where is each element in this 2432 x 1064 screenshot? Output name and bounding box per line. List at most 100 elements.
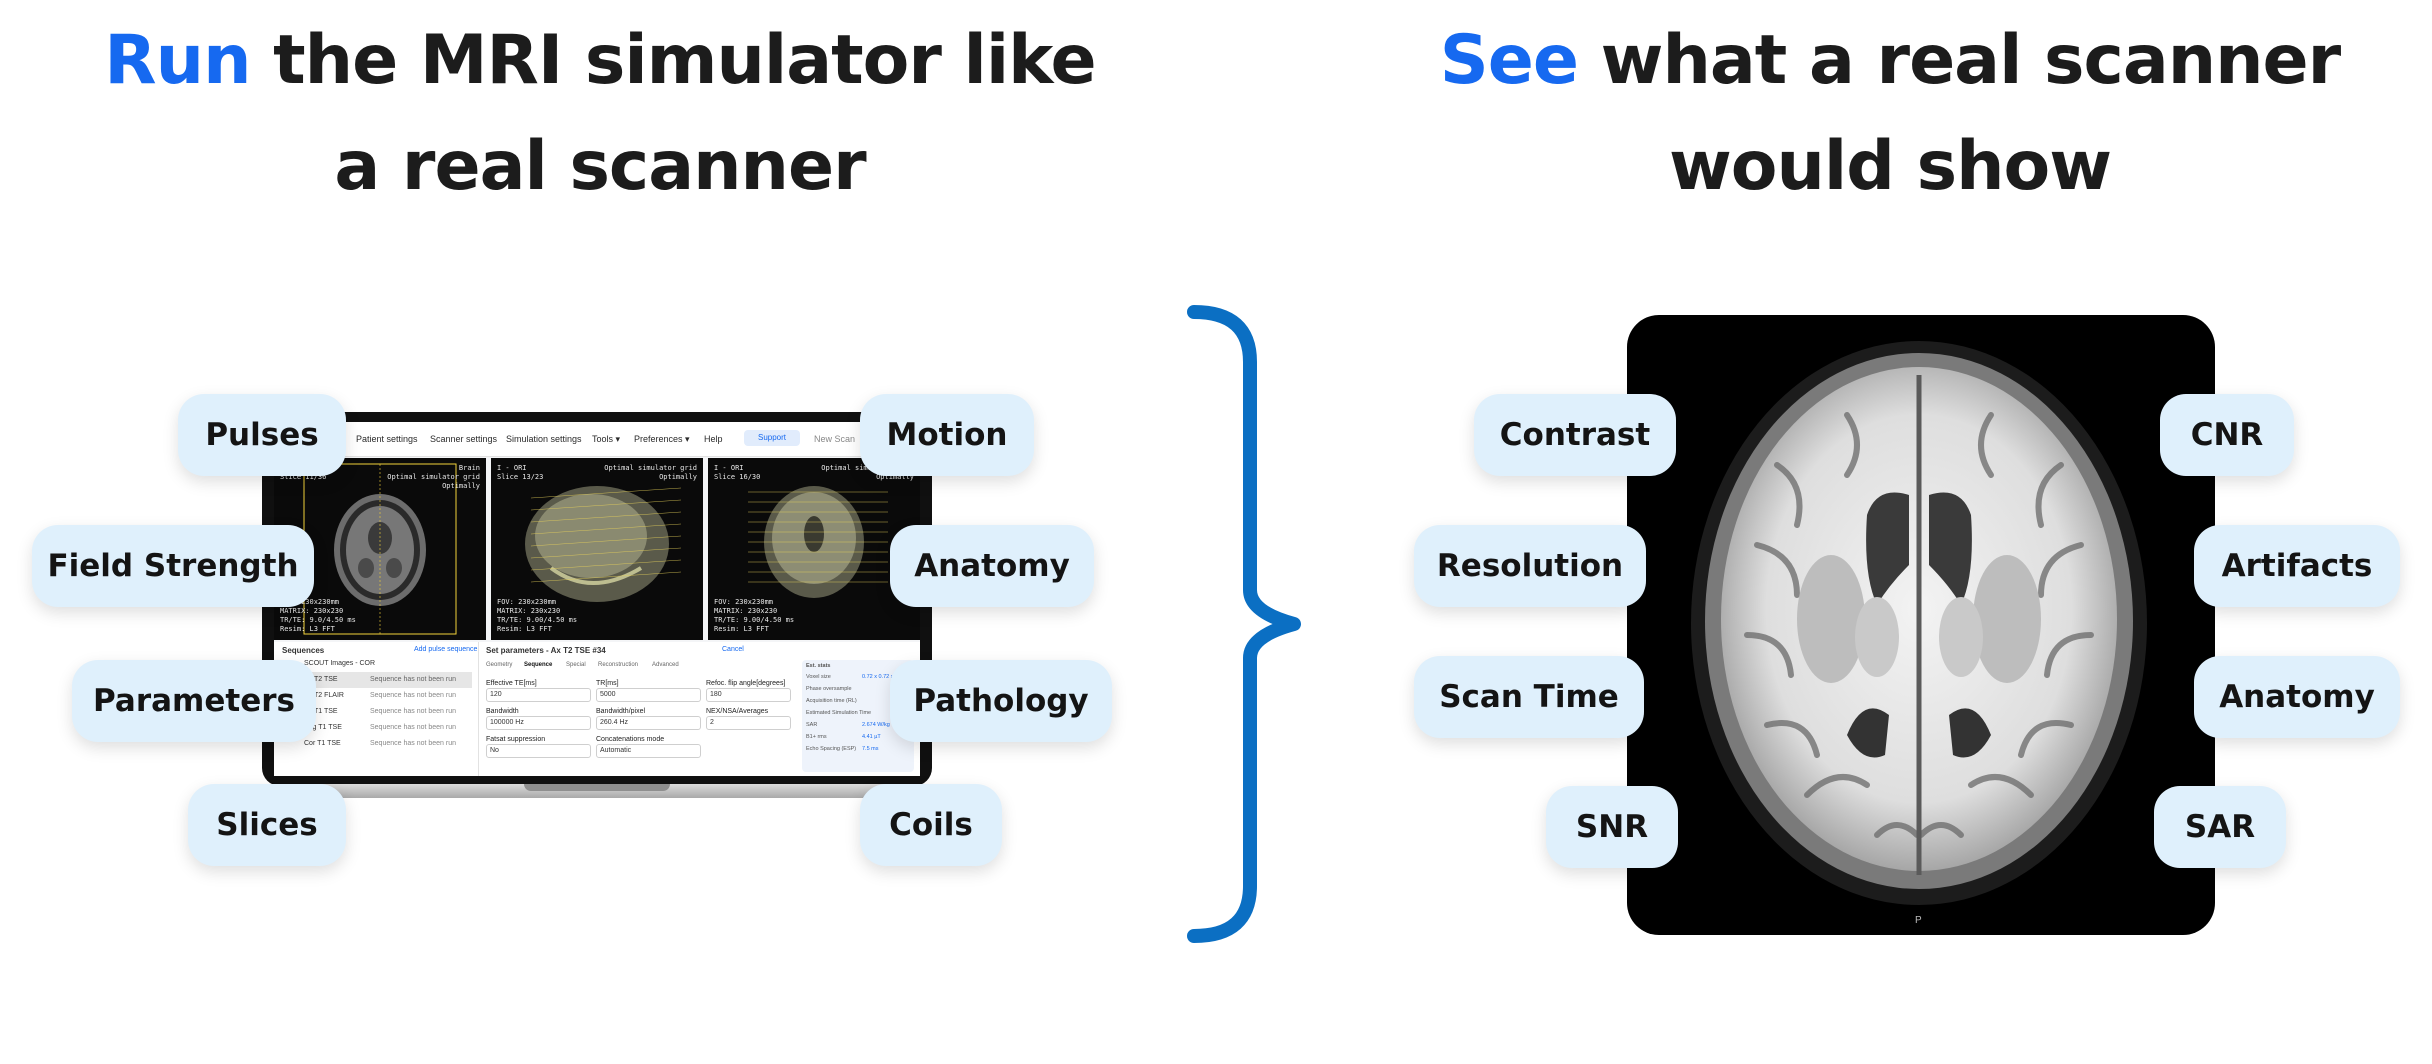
sagittal-image	[525, 486, 682, 602]
pill-label: Resolution	[1436, 548, 1624, 584]
pill-label: SNR	[1575, 809, 1649, 845]
pill-label: SAR	[2184, 809, 2256, 845]
stat-label: Phase oversample	[806, 686, 852, 692]
pill-label: CNR	[2190, 417, 2264, 453]
pill-label: Parameters	[93, 683, 295, 719]
sequence-status: Sequence has not been run	[370, 708, 457, 715]
pill-anatomy-right: Anatomy	[2194, 656, 2400, 738]
scout-images-label: SCOUT Images - COR	[304, 660, 376, 667]
pill-parameters: Parameters	[72, 660, 316, 742]
sequence-name: Ax T2 FLAIR	[304, 692, 344, 699]
viewer-sagittal-info: I - ORI Slice 13/23	[497, 464, 544, 481]
viewer-sagittal[interactable]: I - ORI Slice 13/23 Optimal simulator gr…	[491, 458, 703, 640]
pill-coils: Coils	[860, 784, 1002, 866]
cancel-button[interactable]: Cancel	[722, 646, 744, 653]
right-heading-text: what a real scanner would show	[1578, 21, 2342, 206]
concatenations-select[interactable]: Automatic	[596, 744, 701, 758]
left-heading-text: the MRI simulator like a real scanner	[250, 21, 1097, 206]
tab-sequence[interactable]: Sequence	[524, 662, 553, 668]
pill-resolution: Resolution	[1414, 525, 1646, 607]
support-button[interactable]: Support	[744, 430, 800, 446]
menu-scanner-settings[interactable]: Scanner settings	[430, 434, 498, 444]
pill-motion: Motion	[860, 394, 1034, 476]
sequence-name: Cor T1 TSE	[304, 740, 341, 747]
menu-preferences[interactable]: Preferences ▾	[634, 434, 690, 444]
stat-label: SAR	[806, 722, 818, 728]
stat-value: 0.72 x 0.72 x 5	[862, 674, 899, 680]
sequence-status: Sequence has not been run	[370, 724, 457, 731]
stat-value: 7.5 ms	[862, 746, 879, 752]
new-scan-button[interactable]: New Scan	[814, 434, 856, 444]
pill-label: Artifacts	[2221, 548, 2373, 584]
viewer-axial[interactable]: I - ORI Slice 11/36 Brain Optimal simula…	[274, 458, 486, 640]
left-heading-accent: Run	[104, 21, 251, 100]
stat-label: Acquisition time (RL)	[806, 698, 857, 704]
pill-scan-time: Scan Time	[1414, 656, 1644, 738]
sequence-row[interactable]: Ax T1 TSE Sequence has not been run	[282, 704, 472, 720]
bandwidth-select[interactable]: 100000 Hz	[486, 716, 591, 730]
set-parameters-title: Set parameters - Ax T2 TSE #34	[486, 646, 606, 655]
stat-label: Voxel size	[806, 674, 831, 680]
pill-sar: SAR	[2154, 786, 2286, 868]
menu-tools[interactable]: Tools ▾	[592, 434, 621, 444]
viewer-coronal[interactable]: I - ORI Slice 16/30 Optimal simulator gr…	[708, 458, 920, 640]
tab-geometry[interactable]: Geometry	[486, 662, 513, 668]
pill-contrast: Contrast	[1474, 394, 1676, 476]
bandwidth-pixel-select[interactable]: 260.4 Hz	[596, 716, 701, 730]
averages-input[interactable]: 2	[706, 716, 791, 730]
simulator-screen: Patient settings Scanner settings Simula…	[274, 422, 920, 776]
pill-anatomy: Anatomy	[890, 525, 1094, 607]
pill-label: Contrast	[1499, 417, 1651, 453]
menu-help[interactable]: Help	[704, 434, 723, 444]
mri-image-panel: P	[1627, 315, 2215, 935]
laptop-simulator: Patient settings Scanner settings Simula…	[254, 412, 940, 832]
stat-value: 2.674 W/kg	[862, 722, 890, 728]
field-label: Effective TE[ms]	[486, 680, 537, 687]
coronal-image	[748, 486, 888, 598]
pill-label: Anatomy	[2219, 679, 2375, 715]
fatsat-select[interactable]: No	[486, 744, 591, 758]
mri-orientation-label: P	[1915, 915, 1922, 926]
add-pulse-sequence-button[interactable]: Add pulse sequence	[414, 646, 478, 653]
pill-label: Coils	[889, 807, 973, 843]
sequence-status: Sequence has not been run	[370, 676, 457, 683]
pill-label: Motion	[886, 417, 1008, 453]
parameter-tabs: Geometry Sequence Special Reconstruction…	[486, 662, 686, 676]
tab-special[interactable]: Special	[566, 662, 586, 668]
menu-patient-settings[interactable]: Patient settings	[356, 434, 418, 444]
laptop-base	[254, 784, 940, 798]
sequence-status: Sequence has not been run	[370, 740, 457, 747]
tr-input[interactable]: 5000	[596, 688, 701, 702]
pill-label: Pulses	[205, 417, 319, 453]
support-label: Support	[757, 433, 787, 442]
flip-angle-input[interactable]: 180	[706, 688, 791, 702]
field-label: Concatenations mode	[596, 736, 665, 743]
tab-reconstruction[interactable]: Reconstruction	[598, 662, 639, 668]
viewer-axial-info-right: Brain Optimal simulator grid Optimally	[387, 464, 480, 490]
pill-label: Scan Time	[1439, 679, 1619, 715]
brain-mri-axial	[1691, 341, 2147, 905]
pill-label: Pathology	[913, 683, 1089, 719]
sequences-title: Sequences	[282, 646, 325, 655]
pill-field-strength: Field Strength	[32, 525, 314, 607]
menu-simulation-settings[interactable]: Simulation settings	[506, 434, 582, 444]
sequences-panel: Sequences Add pulse sequence SCOUT Image…	[274, 642, 920, 776]
pill-label: Slices	[216, 807, 318, 843]
right-heading: See what a real scanner would show	[1370, 8, 2410, 220]
simulator-menu-bar: Patient settings Scanner settings Simula…	[274, 422, 920, 457]
field-label: Bandwidth	[486, 708, 519, 715]
sequence-name: Ax T1 TSE	[304, 708, 338, 715]
sequence-row[interactable]: Cor T1 TSE Sequence has not been run	[282, 736, 472, 752]
pill-pulses: Pulses	[178, 394, 346, 476]
effective-te-input[interactable]: 120	[486, 688, 591, 702]
stat-label: Echo Spacing (ESP)	[806, 746, 857, 752]
viewer-sagittal-info-right: Optimal simulator grid Optimally	[604, 464, 697, 481]
right-heading-accent: See	[1439, 21, 1579, 100]
laptop-lid: Patient settings Scanner settings Simula…	[262, 412, 932, 786]
tab-advanced[interactable]: Advanced	[652, 662, 679, 668]
laptop-notch	[524, 784, 670, 791]
pill-label: Anatomy	[914, 548, 1070, 584]
